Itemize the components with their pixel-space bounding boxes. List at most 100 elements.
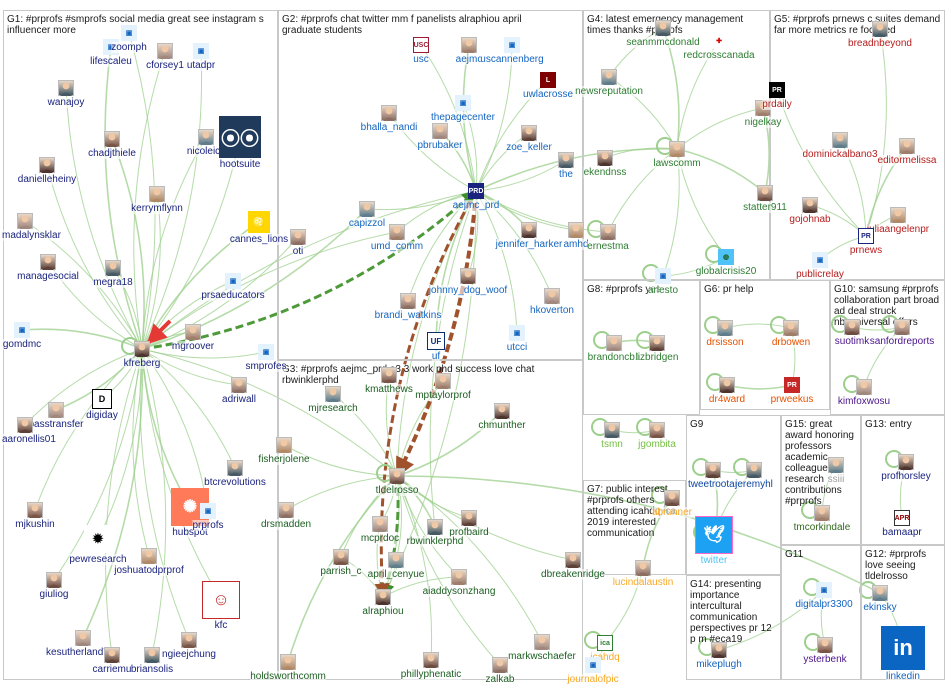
node-lawscomm[interactable]: lawscomm: [653, 141, 701, 169]
node-publicrelay[interactable]: ▣publicrelay: [796, 252, 844, 280]
node-the[interactable]: the: [558, 152, 574, 180]
node-seanmmcdonald[interactable]: seanmmcdonald: [626, 20, 700, 48]
node-jennifer-harker[interactable]: jennifer_harker: [495, 222, 563, 250]
node-fisherjolene[interactable]: fisherjolene: [258, 437, 310, 465]
node-tweetrootar[interactable]: tweetrootar: [687, 462, 739, 490]
node-utadpr[interactable]: ▣utadpr: [186, 43, 216, 71]
node-breadnbeyond[interactable]: breadnbeyond: [848, 21, 912, 49]
node-wanajoy[interactable]: wanajoy: [47, 80, 85, 108]
node-kimfoxwosu[interactable]: kimfoxwosu: [837, 379, 891, 407]
node-mgroover[interactable]: mgroover: [171, 324, 215, 352]
node-drsmadden[interactable]: drsmadden: [260, 502, 312, 530]
node-markwschaefer[interactable]: markwschaefer: [508, 634, 576, 662]
node-rbwinklerphd[interactable]: rbwinklerphd: [406, 519, 464, 547]
node-capizzol[interactable]: capizzol: [348, 201, 386, 229]
node-digitalpr3300[interactable]: ▣digitalpr3300: [795, 582, 853, 610]
node-brandi-watkins[interactable]: brandi_watkins: [374, 293, 442, 321]
node-dr4ward[interactable]: dr4ward: [708, 377, 746, 405]
node-twitter[interactable]: 🕊twitter: [695, 516, 733, 566]
node-holdsworthcomm[interactable]: holdsworthcomm: [250, 654, 326, 682]
node-thepagecenter[interactable]: ▣thepagecenter: [431, 95, 495, 123]
node-zoe-keller[interactable]: zoe_keller: [506, 125, 552, 153]
node-aejmc[interactable]: aejmc: [455, 37, 483, 65]
node-globalcrisis20[interactable]: ◍globalcrisis20: [695, 249, 757, 277]
node-zalkab[interactable]: zalkab: [485, 657, 515, 685]
node-uscannenberg[interactable]: ▣uscannenberg: [480, 37, 544, 65]
node-madalynsklar[interactable]: madalynsklar: [2, 213, 61, 241]
node-smprofes[interactable]: ▣smprofes: [245, 344, 287, 372]
node-cannes-lions[interactable]: ♌cannes_lions: [229, 211, 289, 245]
node-journalofpic[interactable]: ▣journalofpic: [567, 657, 619, 685]
node-tsmn[interactable]: tsmn: [601, 422, 623, 450]
node-april-cenyue[interactable]: april_cenyue: [367, 552, 425, 580]
node-nicoleicc[interactable]: nicoleicc: [186, 129, 226, 157]
node-prprofs[interactable]: ▣prprofs: [192, 503, 224, 531]
node-sanfordreports[interactable]: sanfordreports: [869, 319, 935, 347]
node-brandoncb1[interactable]: brandoncb1: [587, 335, 641, 363]
node-jgombita[interactable]: jgombita: [638, 422, 676, 450]
node-ernestma[interactable]: ernestma: [587, 224, 629, 252]
node-mjkushin[interactable]: mjkushin: [15, 502, 55, 530]
node-lucindalaustin[interactable]: lucindalaustin: [612, 560, 674, 588]
node-hootsuite[interactable]: ⦿⦿hootsuite: [219, 116, 261, 170]
node-aiaddysonzhang[interactable]: aiaddysonzhang: [422, 569, 496, 597]
node-oti[interactable]: oti: [290, 229, 306, 257]
node-chmunther[interactable]: chmunther: [478, 403, 526, 431]
node-kfc[interactable]: ☺kfc: [202, 581, 240, 631]
node-dbreakenridge[interactable]: dbreakenridge: [541, 552, 605, 580]
node-mjresearch[interactable]: mjresearch: [308, 386, 358, 414]
node-amhd[interactable]: amhd: [563, 222, 589, 250]
node-megra18[interactable]: megra18: [93, 260, 133, 288]
node-hkoverton[interactable]: hkoverton: [530, 288, 574, 316]
node-giuliog[interactable]: giuliog: [39, 572, 69, 600]
node-chadjthiele[interactable]: chadjthiele: [88, 131, 136, 159]
node-newsreputation[interactable]: newsreputation: [575, 69, 643, 97]
node-pewresearch[interactable]: ✹pewresearch: [69, 525, 127, 565]
node-carriemu[interactable]: carriemu: [92, 647, 132, 675]
node-cforsey1[interactable]: cforsey1: [146, 43, 184, 71]
node-editormelissa[interactable]: editormelissa: [877, 138, 937, 166]
node-prsaeducators[interactable]: ▣prsaeducators: [201, 273, 265, 301]
node-abrunner[interactable]: abrunner: [651, 490, 693, 518]
node-lizbridgen[interactable]: lizbridgen: [635, 335, 679, 363]
node-johnny-dog-woof[interactable]: johnny_dog_woof: [428, 268, 508, 296]
node-kerrymflynn[interactable]: kerrymflynn: [131, 186, 183, 214]
node-phillyphenatic[interactable]: phillyphenatic: [400, 652, 462, 680]
node-ekendnss[interactable]: ekendnss: [583, 150, 627, 178]
node-jeremyhl[interactable]: jeremyhl: [735, 462, 773, 490]
node-tldelrosso[interactable]: tldelrosso: [375, 468, 419, 496]
node-arlesto[interactable]: ▣arlesto: [647, 268, 679, 296]
node-gomdmc[interactable]: ▣gomdmc: [2, 322, 42, 350]
node-kesutherland777[interactable]: kesutherland777: [46, 630, 120, 658]
node-redcrosscanada[interactable]: ✚redcrosscanada: [683, 33, 755, 61]
node-gojohnab[interactable]: gojohnab: [789, 197, 831, 225]
node-btcrevolutions[interactable]: btcrevolutions: [204, 460, 266, 488]
node-aaronellis01[interactable]: aaronellis01: [2, 417, 56, 445]
node-mikeplugh[interactable]: mikeplugh: [696, 642, 742, 670]
node-adriwall[interactable]: adriwall: [222, 377, 256, 405]
node-mcprdoc[interactable]: mcprdoc: [360, 516, 400, 544]
node-joshuatodprprof[interactable]: joshuatodprprof: [114, 548, 184, 576]
node-parrish-c[interactable]: parrish_c: [320, 549, 362, 577]
node-ekinsky[interactable]: ekinsky: [863, 585, 897, 613]
node-pbrubaker[interactable]: pbrubaker: [417, 123, 463, 151]
node-profhorsley[interactable]: profhorsley: [881, 454, 931, 482]
node-ysterbenk[interactable]: ysterbenk: [803, 637, 847, 665]
node-mptaylorprof[interactable]: mptaylorprof: [415, 373, 471, 401]
node-utcci[interactable]: ▣utcci: [506, 325, 528, 353]
node-ngieejchung[interactable]: ngieejchung: [162, 632, 216, 660]
node-kfreberg[interactable]: kfreberg: [123, 341, 161, 369]
node-juliaangelenpr[interactable]: juliaangelenpr: [866, 207, 930, 235]
node-basstransfer[interactable]: basstransfer: [28, 402, 84, 430]
node-drsisson[interactable]: drsisson: [706, 320, 744, 348]
